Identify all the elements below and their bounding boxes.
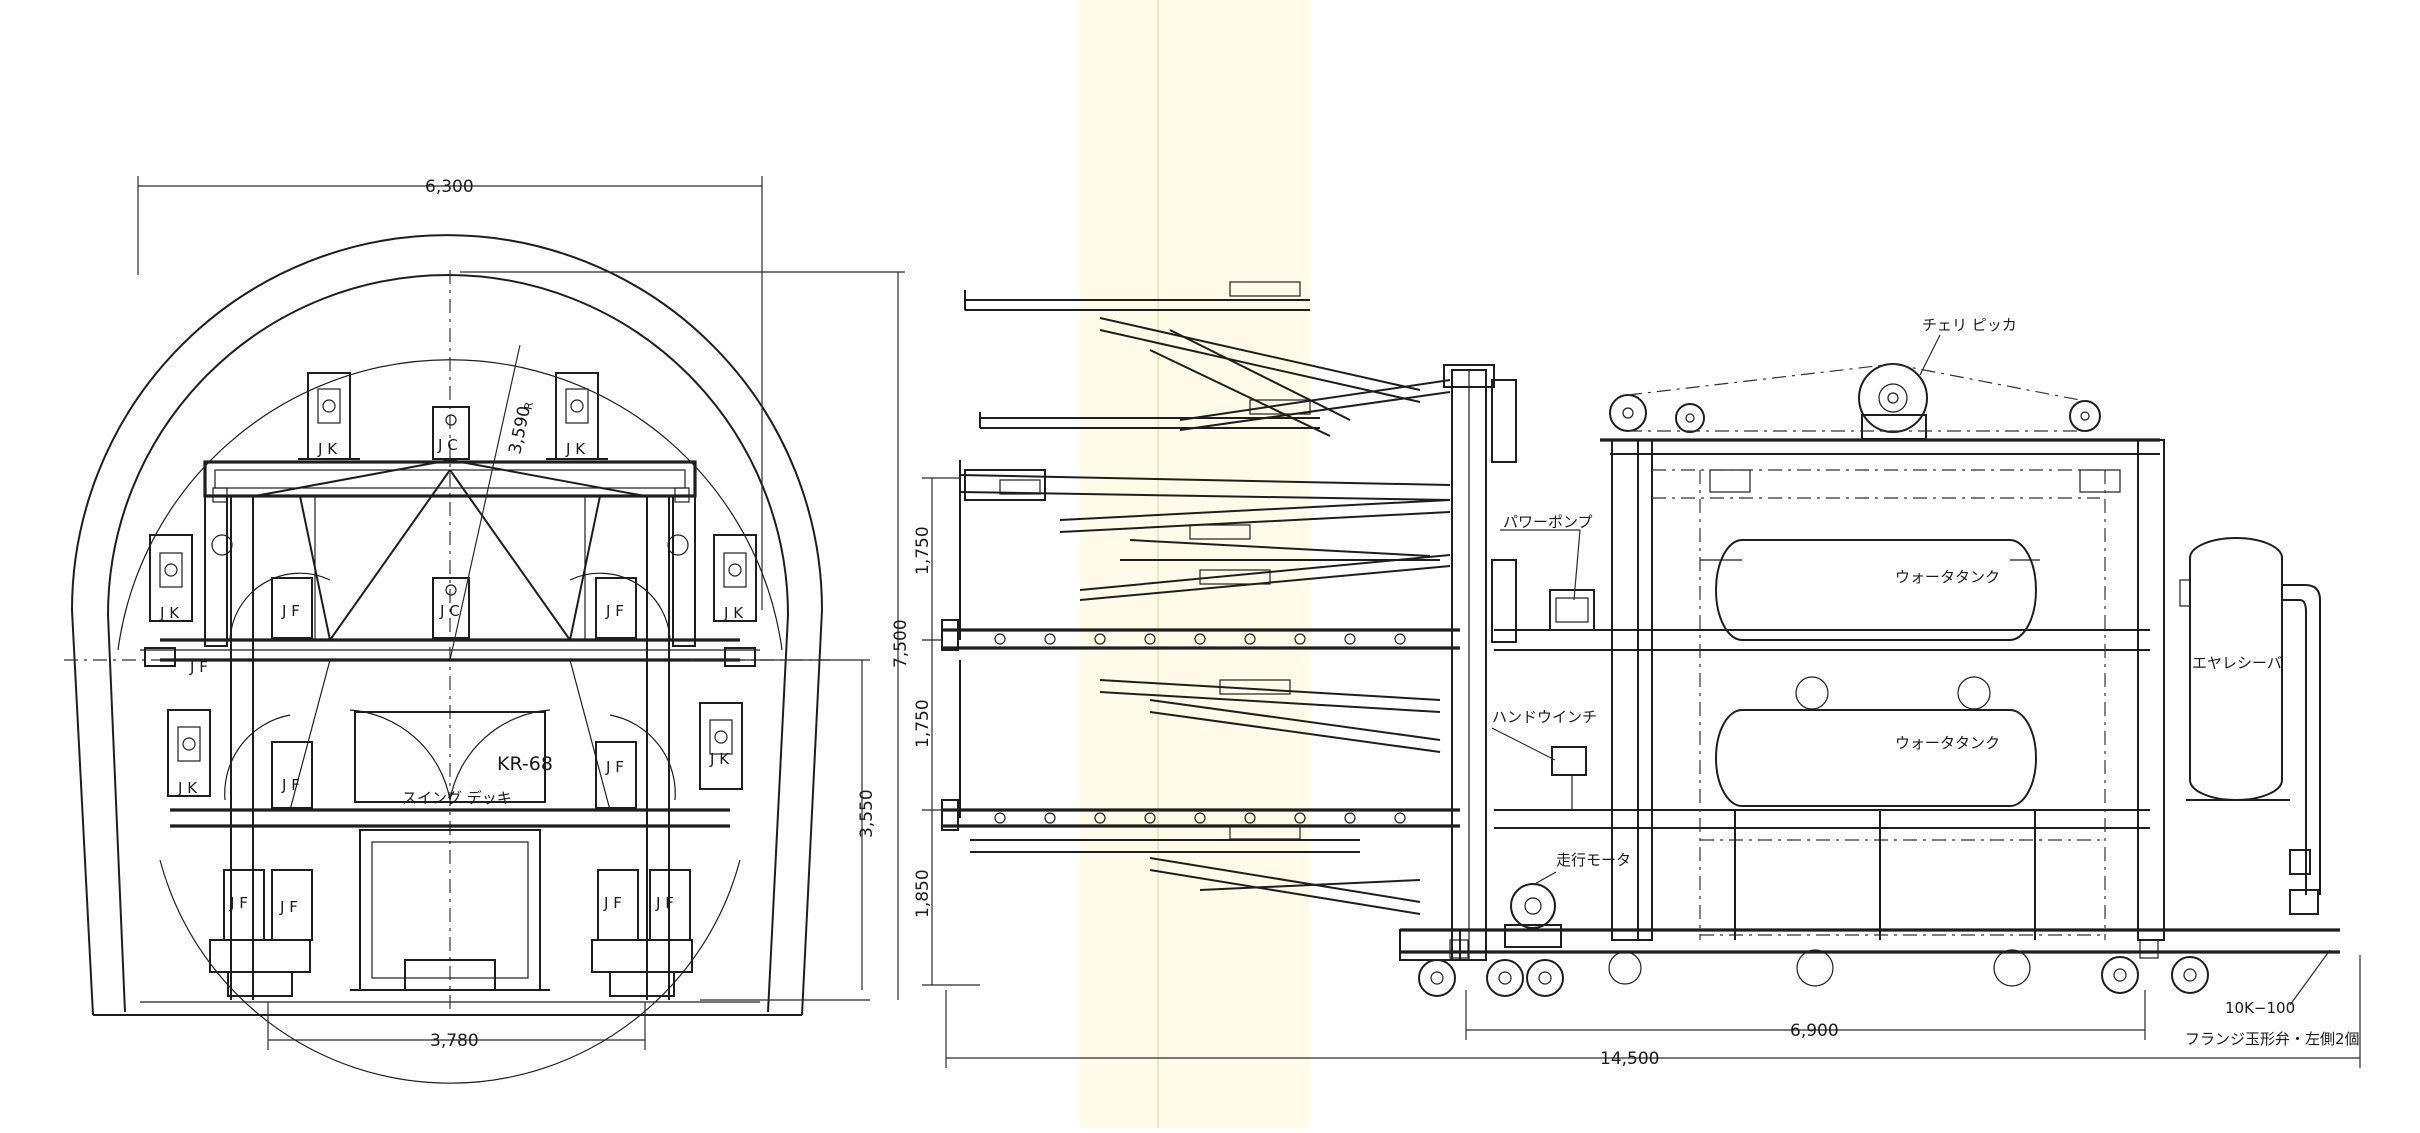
label-jf-7: J F bbox=[603, 894, 622, 912]
label-jk-6: J K bbox=[709, 750, 730, 768]
svg-text:3,590: 3,590 bbox=[505, 404, 535, 456]
jack-jk-5 bbox=[167, 709, 211, 797]
label-water-tank-upper: ウォータタンク bbox=[1895, 568, 2000, 586]
label-jf-6: J F bbox=[279, 898, 298, 916]
front-arc-right-lower bbox=[609, 714, 676, 801]
label-jf-2: J F bbox=[605, 602, 624, 620]
deck-rails bbox=[941, 460, 1460, 831]
side-view: チェリ ピッカ パワーポンプ ウォータタンク ウォータタンク エヤレシーバ ハン… bbox=[913, 281, 2361, 1069]
label-power-pump: パワーポンプ bbox=[1503, 513, 1593, 531]
power-pump bbox=[1500, 529, 1595, 631]
svg-text:R: R bbox=[522, 401, 536, 412]
label-jc-top: J C bbox=[437, 436, 458, 454]
label-kr68: KR-68 bbox=[497, 753, 553, 775]
label-jf-1: J F bbox=[281, 602, 300, 620]
dim-height-lower: 3,550 bbox=[857, 789, 877, 838]
label-jf-4: J F bbox=[605, 758, 624, 776]
label-air-receiver: エヤレシーバ bbox=[2192, 654, 2282, 672]
front-foot-blocks bbox=[209, 939, 693, 997]
booms bbox=[959, 281, 1451, 915]
dim-width-bottom: 3,780 bbox=[430, 1031, 479, 1051]
label-jf-9: J F bbox=[189, 658, 208, 676]
jack-jc-top bbox=[432, 406, 470, 460]
dim-width-top: 6,300 bbox=[425, 177, 474, 197]
label-jf-3: J F bbox=[281, 776, 300, 794]
front-arc-left-lower bbox=[224, 714, 291, 801]
label-jk-2: J K bbox=[565, 440, 586, 458]
water-tank-lower bbox=[1715, 676, 2037, 807]
travel-motor bbox=[1504, 883, 1562, 948]
dim-total-length: 14,500 bbox=[1600, 1049, 1659, 1069]
jack-jf-4 bbox=[595, 741, 637, 809]
dim-tier-3: 1,850 bbox=[913, 869, 933, 918]
carriage-base bbox=[1399, 928, 2340, 997]
front-arc-center-left bbox=[349, 709, 451, 801]
front-view: J K J C J K J K J C J F J F J K J K J F … bbox=[64, 176, 911, 1084]
label-valve-spec: 10K−100 bbox=[2225, 999, 2295, 1017]
label-jf-8: J F bbox=[655, 894, 674, 912]
label-hand-winch: ハンドウインチ bbox=[1492, 708, 1597, 726]
jack-jk-6 bbox=[699, 702, 743, 790]
dim-base-length: 6,900 bbox=[1790, 1021, 1839, 1041]
dim-height-total: 7,500 bbox=[891, 619, 911, 668]
label-valve-desc: フランジ玉形弁・左側2個 bbox=[2185, 1030, 2360, 1048]
hand-winch bbox=[1551, 746, 1587, 810]
lower-tank-box bbox=[1700, 810, 2105, 940]
air-receiver bbox=[2179, 537, 2321, 915]
jack-jc-mid bbox=[432, 577, 470, 639]
paper-fold-shade bbox=[1080, 0, 1310, 1128]
label-water-tank-lower: ウォータタンク bbox=[1895, 734, 2000, 752]
side-dimension-lines bbox=[922, 477, 2361, 1068]
cherry-picker bbox=[1609, 334, 2101, 440]
jack-jf-1 bbox=[271, 577, 313, 639]
front-main-frame bbox=[140, 459, 760, 1000]
mast-and-frame bbox=[1443, 364, 2165, 961]
label-jk-5: J K bbox=[177, 779, 198, 797]
label-jk-4: J K bbox=[723, 604, 744, 622]
label-jk-1: J K bbox=[317, 440, 338, 458]
dim-tier-2: 1,750 bbox=[913, 699, 933, 748]
jack-jf-3 bbox=[271, 741, 313, 809]
label-jf-5: J F bbox=[229, 894, 248, 912]
jack-jf-2 bbox=[595, 577, 637, 639]
front-arc-left-upper bbox=[229, 572, 331, 641]
jack-jk-1 bbox=[298, 372, 360, 460]
jack-jk-3 bbox=[149, 534, 193, 622]
dim-radius: 3,590 R bbox=[505, 401, 536, 457]
water-tank-upper bbox=[1700, 539, 2040, 641]
label-swing-deck: スイング デッキ bbox=[402, 789, 512, 807]
label-travel-motor: 走行モータ bbox=[1556, 851, 1631, 869]
kr68-body bbox=[350, 711, 550, 991]
label-cherry-picker: チェリ ピッカ bbox=[1922, 316, 2017, 334]
dim-tier-1: 1,750 bbox=[913, 526, 933, 575]
jack-jk-2 bbox=[546, 372, 608, 460]
jack-jk-4 bbox=[713, 534, 757, 622]
front-dimension-lines bbox=[137, 176, 905, 1050]
label-jc-mid: J C bbox=[439, 602, 460, 620]
label-jk-3: J K bbox=[159, 604, 180, 622]
